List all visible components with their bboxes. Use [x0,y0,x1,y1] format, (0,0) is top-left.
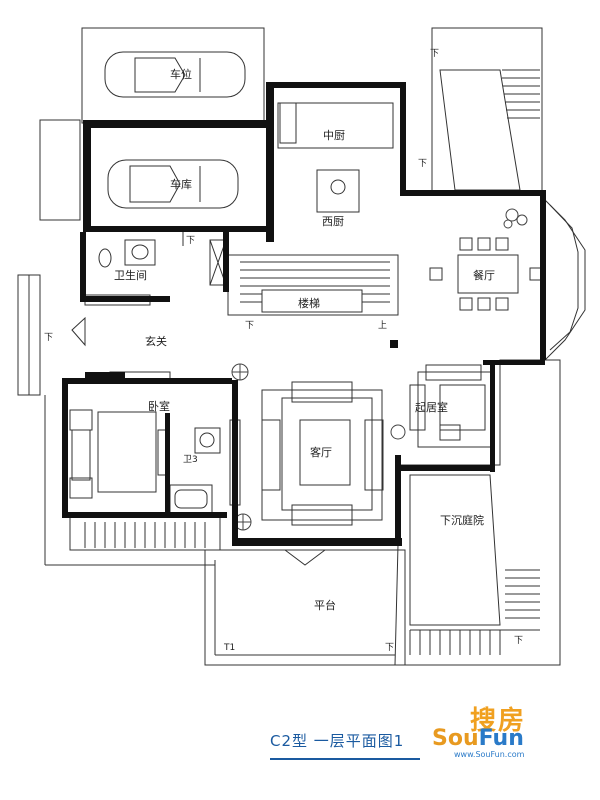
logo-url: www.SouFun.com [454,750,525,759]
room-label-stairs: 楼梯 [298,295,320,311]
room-label-bedroom: 卧室 [148,400,170,413]
island [316,169,360,213]
down-mark-kitchen: 下 [418,159,428,169]
up-mark-stair: 上 [378,321,388,331]
soufun-logo: 搜房 SouFun www.SouFun.com [432,700,542,760]
garage-car [107,159,239,209]
logo-en-left: Sou [432,726,479,751]
room-label-western-kitchen: 西厨 [322,215,344,228]
courtyard-outline [394,359,561,666]
courtyard-inner [409,474,501,626]
plant-symbols [231,208,528,531]
courtyard-side-treads [505,569,540,619]
wash-basin [124,239,156,266]
top-stair-treads [502,69,540,119]
courtyard-stair-treads [409,629,540,655]
room-label-foyer: 玄关 [145,335,167,348]
room-label-parking: 车位 [170,68,192,81]
toilet [98,248,112,268]
room-label-dining: 餐厅 [473,267,495,283]
room-label-bathroom: 卫生间 [114,269,147,282]
down-mark-porch: 下 [44,333,54,343]
bathtub [169,484,213,514]
bed [69,409,169,499]
bath-mark: 卫3 [183,455,198,465]
room-label-living: 客厅 [310,444,332,460]
down-mark-hall: 下 [186,236,196,246]
dining-table [429,237,543,311]
living-room-furniture [261,381,384,526]
down-mark-terrace: 下 [385,643,395,653]
kitchen-counter [277,102,394,149]
balcony-inner [439,69,521,191]
plan-caption: C2型 一层平面图1 [270,732,405,750]
bedroom-steps [69,514,221,551]
terrace-outline [204,549,406,666]
caption-underline [270,758,420,760]
down-mark-stair: 下 [245,321,255,331]
logo-cn: 搜房 [470,706,527,736]
room-label-family-room: 起居室 [415,401,448,414]
side-door [71,316,86,347]
bedroom-basin [194,427,221,454]
room-label-garage: 车库 [170,178,192,191]
left-entry-box [39,119,81,221]
room-label-sunken-courtyard: 下沉庭院 [440,514,484,527]
room-label-chinese-kitchen: 中厨 [323,129,345,142]
terrace-mark: T1 [224,643,236,653]
logo-en: SouFun [432,726,524,751]
logo-en-right: Fun [478,726,524,751]
walls [62,82,546,546]
down-mark-balcony: 下 [430,49,440,59]
parked-car [104,51,246,98]
room-label-terrace: 平台 [314,599,336,612]
entry-door-swing [284,549,326,566]
down-mark-courtyard: 下 [514,636,524,646]
